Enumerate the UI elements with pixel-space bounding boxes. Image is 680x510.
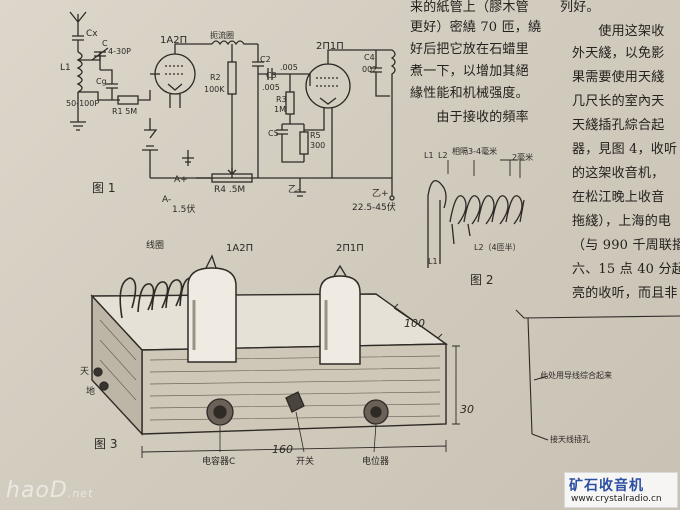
article-line-1: 来的紙管上（膠木管 <box>410 0 529 15</box>
right-line-10: 拖綫），上海的电 <box>572 214 672 229</box>
c4-label: C4 <box>364 53 375 62</box>
figure-3-caption: 图 3 <box>94 437 118 451</box>
r3-value: 1M <box>274 105 286 114</box>
a-minus-label: A- <box>162 195 172 205</box>
c5-label: C5 <box>268 129 279 138</box>
right-line-9: 在松江晚上收音 <box>572 190 665 205</box>
right-line-6: 天綫插孔綜合起 <box>572 118 665 133</box>
ground-terminal <box>99 381 109 391</box>
fig3-tube2-label: 2Π1Π <box>336 243 364 254</box>
c-trim-label: C <box>102 39 108 48</box>
right-line-1: 列好。 <box>560 0 600 15</box>
chassis-side <box>91 294 143 436</box>
watermark-left-text: haoD <box>6 478 68 503</box>
b-plus-label: 乙+ <box>372 189 389 199</box>
fig3-tube1-label: 1A2Π <box>226 243 254 254</box>
watermark-right-url: www.crystalradio.cn <box>571 494 662 504</box>
cg-label: Cg <box>96 77 107 86</box>
fig3-antenna-terminal-label: 天 <box>80 367 90 377</box>
fig2-spacing: 相隔3-4毫米 <box>452 147 498 156</box>
article-line-6: 由于接收的頻率 <box>410 110 529 125</box>
fig4-note-2: 接天线插孔 <box>550 435 590 444</box>
article-line-5: 緣性能和机械强度。 <box>410 86 529 101</box>
fig3-switch-label: 开关 <box>296 457 315 467</box>
fig2-l2-top: L2 <box>438 151 448 160</box>
article-line-2: 更好）密繞 70 匝，繞 <box>410 20 542 35</box>
fig3-potentiometer-label: 电位器 <box>362 457 390 467</box>
right-line-4: 果需要使用天綫 <box>572 70 665 85</box>
coil-l1-loop <box>427 180 447 268</box>
right-line-11: （与 990 千周联播 <box>572 238 680 253</box>
r3-label: R3 <box>276 95 287 104</box>
fig3-ground-terminal-label: 地 <box>86 387 96 397</box>
chassis-top <box>90 293 449 351</box>
c2-label: C2 <box>260 55 271 64</box>
tube2-label: 2Π1Π <box>316 41 344 52</box>
right-line-12: 六、15 点 40 分起 <box>572 262 680 277</box>
fig3-capacitor-label: 电容器C <box>202 457 236 467</box>
right-line-8: 的这架收音机， <box>572 166 665 181</box>
c3-label: C3 <box>266 71 277 80</box>
chassis-tube-2 <box>319 264 361 365</box>
r5-value: 300 <box>310 141 326 150</box>
r2-label: R2 <box>210 73 221 82</box>
fig3-coil-label: 线圈 <box>146 241 165 251</box>
choke-coil <box>211 40 258 46</box>
a-voltage-label: 1.5伏 <box>172 205 196 215</box>
chassis-tube-1 <box>187 254 237 363</box>
c2-value: .005 <box>262 83 280 92</box>
right-line-5: 几尺长的室內天 <box>572 94 665 109</box>
r1-label: R1 5M <box>112 107 138 116</box>
coil-figure-2 <box>427 159 525 268</box>
r2-value: 100K <box>204 85 225 94</box>
coil-l1 <box>76 51 83 93</box>
fig3-dim-160: 160 <box>272 443 293 456</box>
c3-value: .005 <box>280 63 298 72</box>
coil-l2-turns <box>449 195 523 225</box>
l1-label: L1 <box>60 63 71 73</box>
b-voltage-label: 22.5-45伏 <box>352 203 396 213</box>
fig3-dim-30: 30 <box>460 403 474 416</box>
article-line-3: 好后把它放在石蜡里 <box>410 42 529 57</box>
watermark-left: haoD.net <box>6 478 93 503</box>
fig2-l1-bottom: L1 <box>428 257 438 266</box>
watermark-left-suffix: .net <box>67 487 94 500</box>
fig2-l2-note: L2（4匝半） <box>474 243 521 252</box>
right-line-7: 器，見图 4，收听 <box>572 142 678 157</box>
right-line-2: 使用这架收 <box>572 24 665 39</box>
r5-label: R5 <box>310 131 321 140</box>
schematic-figure-1 <box>69 11 396 201</box>
antenna-figure-4 <box>515 309 680 441</box>
c-trim-value: 4-30P <box>108 47 131 56</box>
a-plus-label: A+ <box>174 175 188 185</box>
cg-value: 50-100P <box>66 99 100 108</box>
b-minus-label: 乙- <box>288 185 301 195</box>
figure-2-caption: 图 2 <box>470 273 494 287</box>
right-line-3: 外天綫，以免影 <box>572 46 665 61</box>
c4-value: 002 <box>362 65 378 74</box>
fig3-dim-100: 100 <box>404 317 425 330</box>
chassis-coil <box>119 277 197 319</box>
fig2-l1-top: L1 <box>424 151 434 160</box>
figure-1-caption: 图 1 <box>92 181 116 195</box>
right-line-13: 亮的收听，而且非 <box>572 286 678 301</box>
antenna-terminal <box>93 367 103 377</box>
tube1-label: 1A2Π <box>160 35 188 46</box>
fig2-two-mm: 2毫米 <box>512 153 534 162</box>
r4-label: R4 .5M <box>214 185 246 195</box>
watermark-right: 矿石收音机 www.crystalradio.cn <box>564 472 678 508</box>
watermark-right-title: 矿石收音机 <box>569 478 644 494</box>
switch-toggle <box>285 391 305 413</box>
cx-label: Cx <box>86 29 98 39</box>
choke-coil-label: 扼流圈 <box>210 31 234 40</box>
chassis-figure-3 <box>90 293 449 436</box>
fig4-note-1: 此处用导线综合起来 <box>540 371 612 380</box>
article-line-4: 煮一下，以增加其絕 <box>410 64 529 79</box>
antenna-symbol <box>69 11 87 28</box>
